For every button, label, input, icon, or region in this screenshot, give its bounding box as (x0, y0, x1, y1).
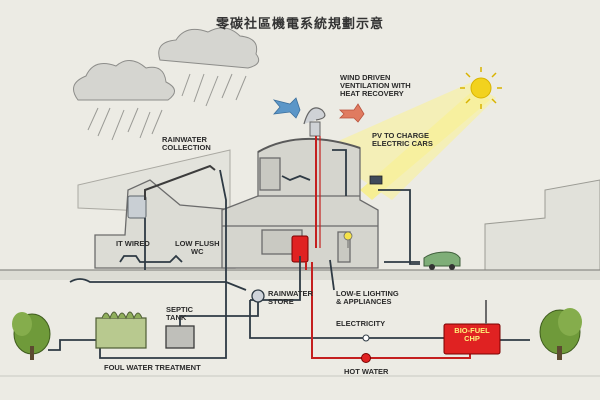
sun-icon (460, 67, 502, 109)
tree-right-icon (539, 308, 582, 360)
biofuel-chp-unit (443, 300, 501, 355)
rainwater-tank (127, 195, 147, 219)
label-low-e-lighting: LOW-E LIGHTING& APPLIANCES (336, 289, 399, 306)
label-electricity: ELECTRICITY (336, 319, 386, 328)
septic-tank (165, 325, 195, 349)
hot-water-pump-icon (361, 353, 371, 363)
service-pipes (48, 149, 530, 359)
rain-streaks (87, 73, 247, 141)
cloud-right (158, 27, 260, 69)
warm-air-arrow-icon (339, 103, 365, 123)
neighbour-building-right (484, 179, 600, 271)
label-it-wired: IT WIRED (116, 239, 150, 248)
wind-arrow-icon (272, 97, 301, 119)
pv-panel (369, 175, 383, 185)
electricity-meter-icon (362, 334, 370, 342)
electric-car-icon (423, 251, 461, 270)
cloud-left (73, 60, 175, 101)
lamp-icon (343, 231, 353, 248)
label-hot-water: HOT WATER (344, 367, 389, 376)
page-title: 零碳社區機電系統規劃示意 (215, 17, 384, 32)
rainwater-store-pump-icon (251, 289, 265, 303)
tree-left-icon (12, 312, 51, 360)
reed-bed (95, 311, 147, 349)
label-foul-water-treatment: FOUL WATER TREATMENT (104, 363, 201, 372)
